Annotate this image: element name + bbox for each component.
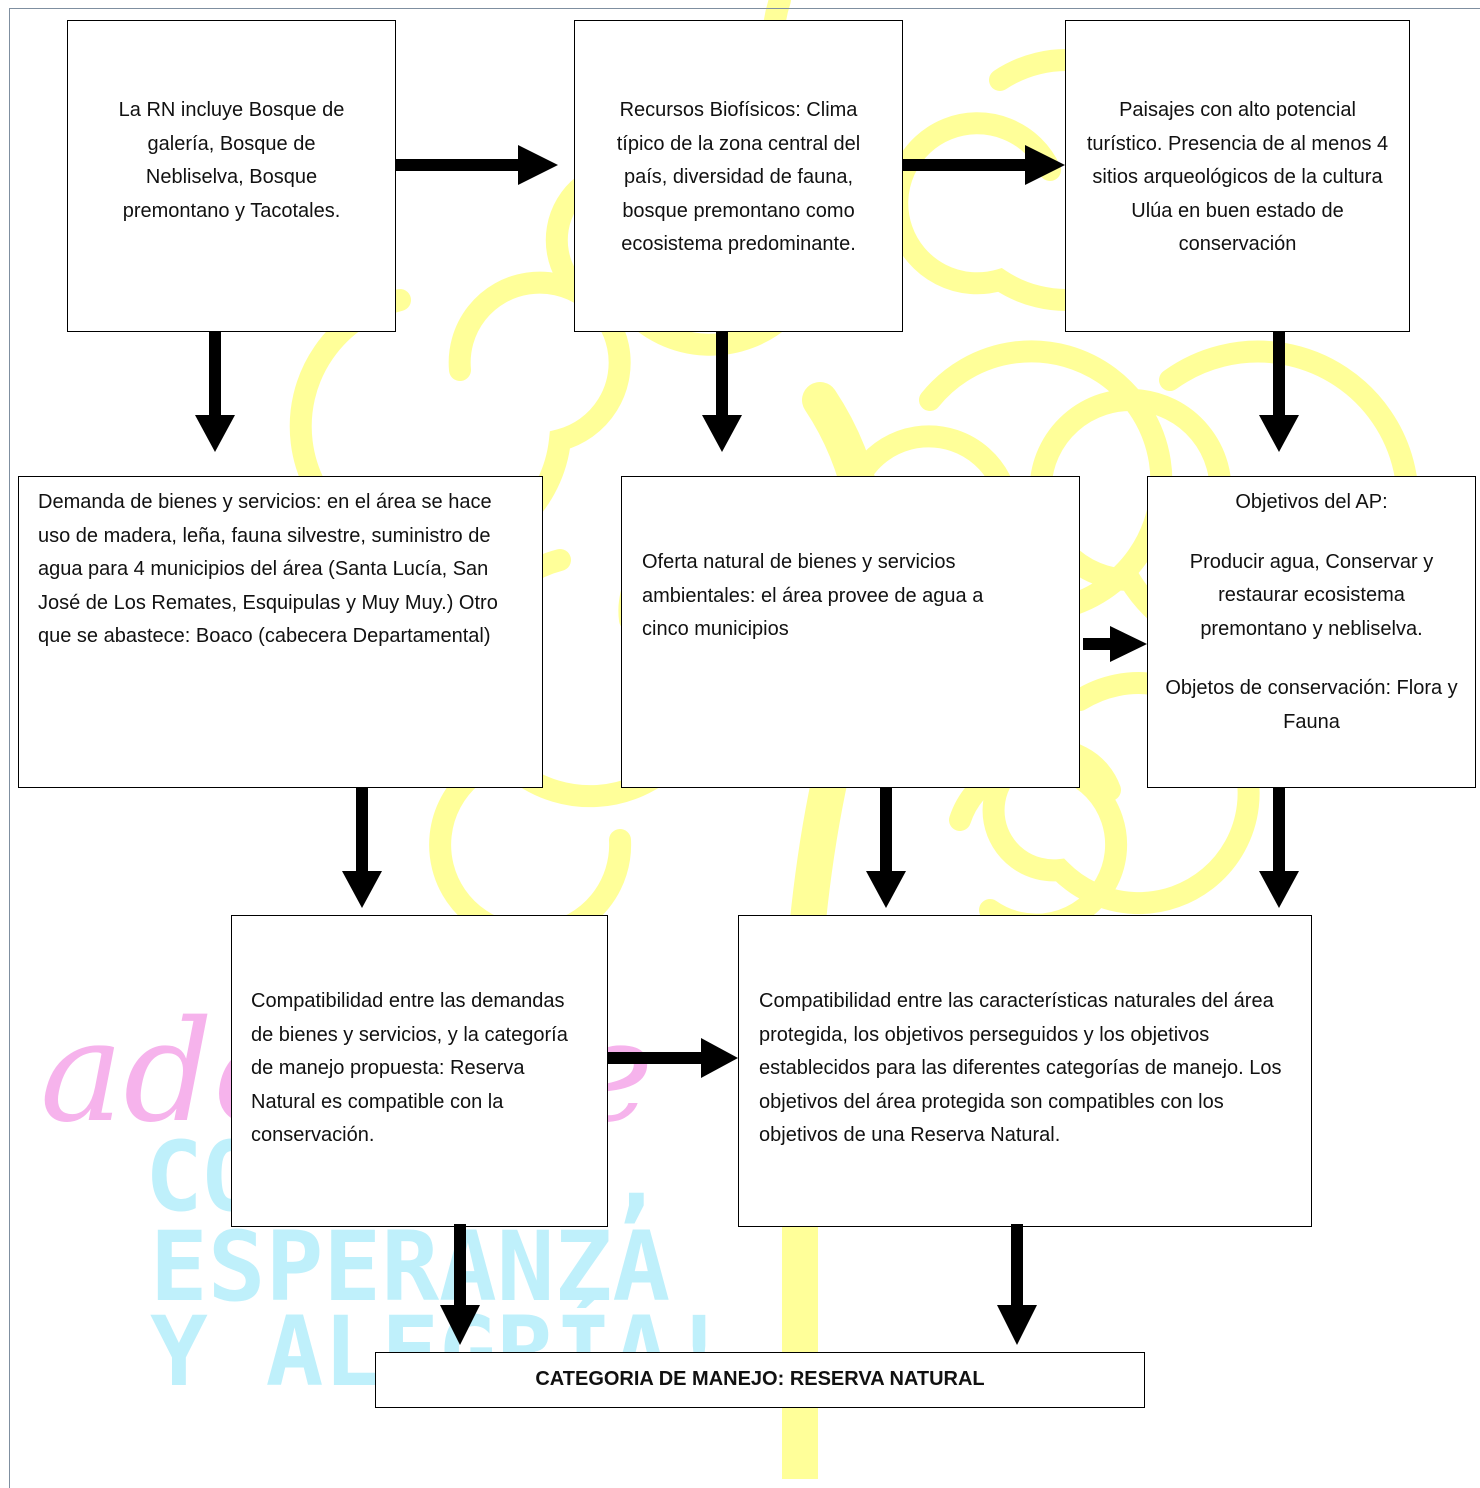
box-compat-natural-text: Compatibilidad entre las características… <box>759 990 1282 1146</box>
box-final-category: CATEGORIA DE MANEJO: RESERVA NATURAL <box>375 1352 1145 1408</box>
box-landscapes: Paisajes con alto potencial turístico. P… <box>1065 20 1410 332</box>
watermark-line-3: ESPERANZA <box>150 1211 670 1323</box>
arrow-down-3 <box>1259 332 1299 452</box>
box-landscapes-text: Paisajes con alto potencial turístico. P… <box>1086 99 1389 255</box>
box-demand-text: Demanda de bienes y servicios: en el áre… <box>38 491 498 647</box>
box-biophysical-text: Recursos Biofísicos: Clima típico de la … <box>616 99 861 255</box>
box-rn-includes: La RN incluye Bosque de galería, Bosque … <box>67 20 396 332</box>
box-compat-demand-text: Compatibilidad entre las demandas de bie… <box>251 990 568 1146</box>
arrow-down-6 <box>1259 788 1299 908</box>
box-rn-includes-text: La RN incluye Bosque de galería, Bosque … <box>118 99 345 222</box>
arrow-down-1 <box>195 332 235 452</box>
conservation-objects: Objetos de conservación: Flora y Fauna <box>1165 677 1458 733</box>
box-compat-natural: Compatibilidad entre las características… <box>738 915 1312 1227</box>
box-demand: Demanda de bienes y servicios: en el áre… <box>18 476 543 788</box>
arrow-right-3 <box>1083 626 1147 662</box>
final-category-label: CATEGORIA DE MANEJO: RESERVA NATURAL <box>535 1368 985 1391</box>
arrow-right-4 <box>608 1038 738 1078</box>
arrow-down-5 <box>866 788 906 908</box>
box-supply: Oferta natural de bienes y servicios amb… <box>621 476 1080 788</box>
box-objectives-content: Objetivos del AP: Producir agua, Conserv… <box>1164 486 1459 739</box>
objectives-title: Objetivos del AP: <box>1235 491 1388 513</box>
objectives-body: Producir agua, Conservar y restaurar eco… <box>1189 550 1434 640</box>
page-frame <box>9 8 1480 1488</box>
arrow-down-4 <box>342 788 382 908</box>
arrow-down-8 <box>997 1224 1037 1345</box>
arrow-down-7 <box>440 1224 480 1345</box>
arrow-down-2 <box>702 332 742 452</box>
box-compat-demand: Compatibilidad entre las demandas de bie… <box>231 915 608 1227</box>
box-objectives: Objetivos del AP: Producir agua, Conserv… <box>1147 476 1476 788</box>
box-supply-text: Oferta natural de bienes y servicios amb… <box>642 551 984 640</box>
arrow-right-2 <box>903 145 1065 185</box>
box-biophysical: Recursos Biofísicos: Clima típico de la … <box>574 20 903 332</box>
arrow-right-1 <box>396 145 558 185</box>
